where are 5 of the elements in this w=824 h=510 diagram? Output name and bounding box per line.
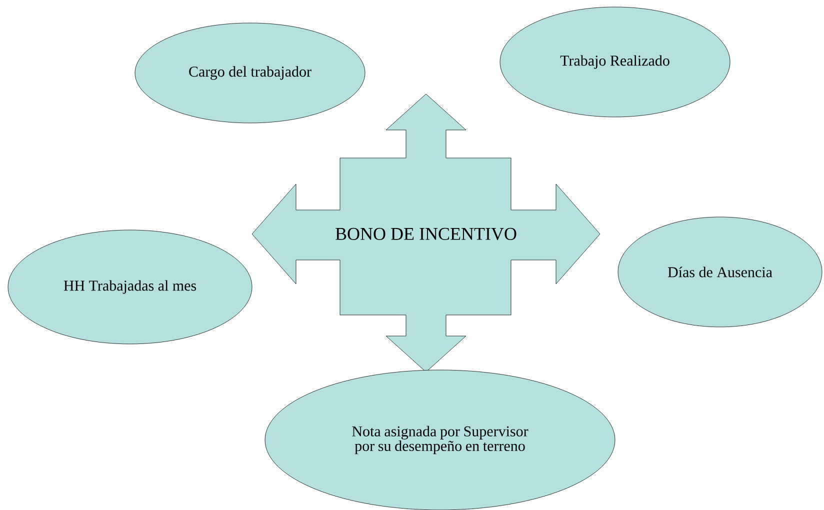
ellipse-node: HH Trabajadas al mes	[8, 230, 252, 344]
ellipse-node: Trabajo Realizado	[500, 6, 730, 118]
ellipse-node: Nota asignada por Supervisor por su desempeño en terreno	[264, 370, 616, 510]
ellipse-node: Cargo del trabajador	[134, 22, 366, 124]
ellipse-node: Días de Ausencia	[618, 216, 822, 328]
